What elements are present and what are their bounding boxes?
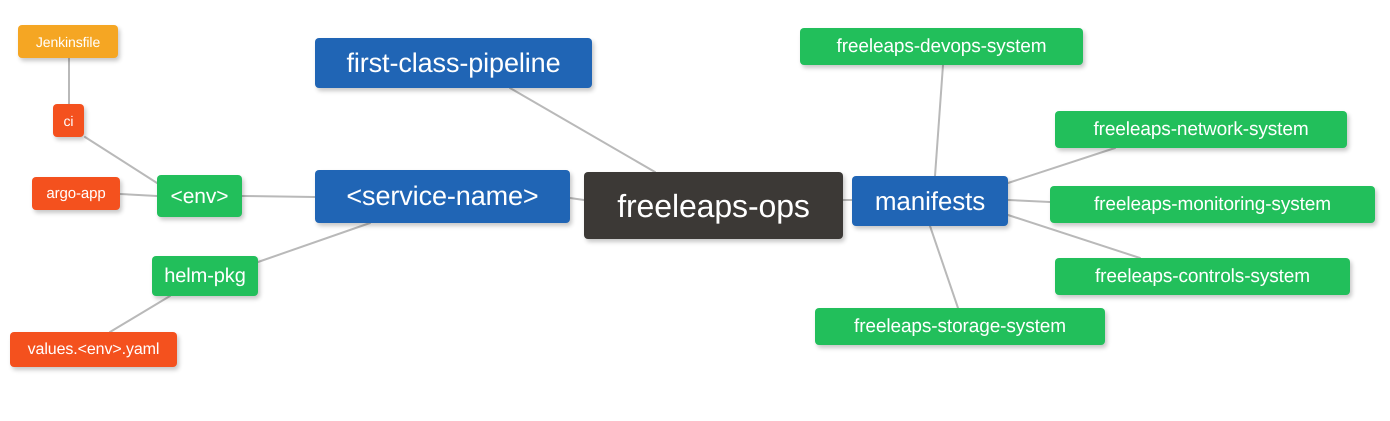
node-label-jenkinsfile: Jenkinsfile [35,33,101,50]
node-first-class-pipeline[interactable]: first-class-pipeline [315,38,592,88]
edge-argo-app-to-env [119,193,158,197]
node-env[interactable]: <env> [157,175,242,217]
node-label-freeleaps-network-system: freeleaps-network-system [1093,119,1309,140]
node-label-ci: ci [63,112,74,129]
edge-first-class-pipeline-to-freeleaps-ops [509,87,656,173]
node-freeleaps-controls-system[interactable]: freeleaps-controls-system [1055,258,1350,295]
edge-service-name-to-helm-pkg [257,222,371,263]
node-label-freeleaps-devops-system: freeleaps-devops-system [836,36,1047,57]
node-label-argo-app: argo-app [46,185,106,202]
edge-manifests-to-freeleaps-devops-system [934,64,944,177]
edge-helm-pkg-to-values-env-yaml [109,295,171,333]
edge-manifests-to-freeleaps-storage-system [929,225,959,309]
node-freeleaps-ops[interactable]: freeleaps-ops [584,172,843,239]
node-label-helm-pkg: helm-pkg [164,265,246,287]
edge-manifests-to-freeleaps-monitoring-system [1007,199,1051,203]
node-ci[interactable]: ci [53,104,84,137]
node-jenkinsfile[interactable]: Jenkinsfile [18,25,118,58]
node-manifests[interactable]: manifests [852,176,1008,226]
node-label-freeleaps-controls-system: freeleaps-controls-system [1094,266,1311,287]
node-freeleaps-storage-system[interactable]: freeleaps-storage-system [815,308,1105,345]
node-helm-pkg[interactable]: helm-pkg [152,256,258,296]
edge-service-name-to-freeleaps-ops [569,197,585,201]
edge-env-to-service-name [241,195,316,198]
node-label-service-name: <service-name> [346,181,539,211]
node-freeleaps-devops-system[interactable]: freeleaps-devops-system [800,28,1083,65]
node-service-name[interactable]: <service-name> [315,170,570,223]
node-label-freeleaps-storage-system: freeleaps-storage-system [854,316,1066,337]
node-label-values-env-yaml: values.<env>.yaml [27,340,160,358]
node-label-manifests: manifests [874,186,986,216]
node-values-env-yaml[interactable]: values.<env>.yaml [10,332,177,367]
node-freeleaps-monitoring-system[interactable]: freeleaps-monitoring-system [1050,186,1375,223]
node-label-freeleaps-ops: freeleaps-ops [617,187,810,224]
node-freeleaps-network-system[interactable]: freeleaps-network-system [1055,111,1347,148]
node-label-first-class-pipeline: first-class-pipeline [346,47,561,78]
node-label-env: <env> [170,184,229,208]
node-argo-app[interactable]: argo-app [32,177,120,210]
node-label-freeleaps-monitoring-system: freeleaps-monitoring-system [1094,194,1331,215]
edge-manifests-to-freeleaps-network-system [1007,147,1116,184]
